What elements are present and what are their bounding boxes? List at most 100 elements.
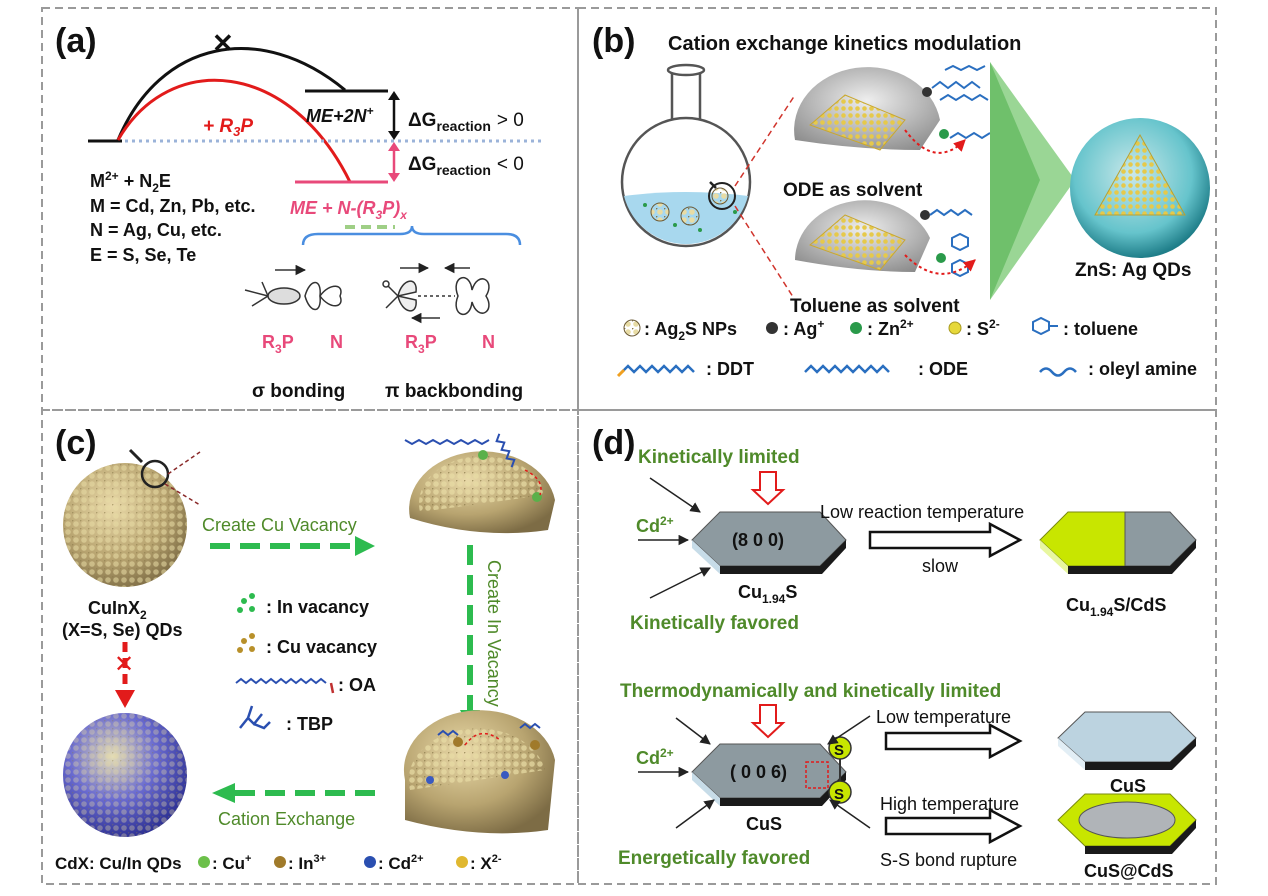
in-ion-icon: [274, 856, 286, 868]
incoming-arrow-8: [829, 799, 871, 829]
big-green-arrow-shade: [990, 62, 1040, 300]
low-reaction-temp-label: Low reaction temperature: [820, 502, 1024, 522]
high-temp-arrow: [884, 807, 1023, 845]
thermo-limit-arrow: [750, 704, 786, 739]
legend-toluene: : toluene: [1063, 319, 1138, 339]
energetically-favored-label: Energetically favored: [618, 848, 810, 869]
oleyl-amine-icon: [1039, 367, 1077, 377]
orbital-label-n-2: N: [482, 332, 495, 352]
orbital-label-r3p-1: R3P: [262, 332, 294, 356]
cu194s-hexagon: [691, 511, 847, 574]
legend-oa: : OA: [338, 675, 376, 695]
facet-006-label: ( 0 0 6): [730, 762, 787, 782]
panel-b: (b) Cation exchange kinetics modulation: [592, 22, 1210, 379]
ag-ion-icon: [766, 322, 778, 334]
facet-800-label: (8 0 0): [732, 530, 784, 550]
low-temp-label: Low temperature: [876, 707, 1011, 727]
ag2s-np-icon: [623, 319, 641, 337]
pi-orbital-sketch: [382, 262, 490, 324]
in-vacancy-qd: [403, 710, 555, 834]
cu194s-cds-hexagon: [1039, 511, 1197, 574]
panel-d-label: (d): [592, 424, 635, 462]
panel-a: (a) ✕ + R3P ME+2N+ ΔGreaction> 0 ΔGreact…: [55, 22, 545, 402]
cus-cds-hexagon: [1057, 793, 1197, 854]
toluene-nanoparticle: [795, 200, 976, 278]
r3p-label: + R3P: [203, 116, 253, 139]
cuinx2-qd: [63, 448, 201, 587]
zn-ion-icon: [850, 322, 862, 334]
legend-ddt: : DDT: [706, 359, 754, 379]
legend-in-ion: : In3+: [288, 853, 326, 873]
slow-label: slow: [922, 556, 959, 576]
pi-backbonding-label: π backbonding: [385, 381, 523, 402]
orbital-label-r3p-2: R3P: [405, 332, 437, 356]
cuinx2-label: CuInX2: [88, 598, 147, 622]
zns-ag-qd: [1070, 118, 1210, 258]
s-atom-bottom: S: [834, 786, 844, 803]
legend-in-vacancy: : In vacancy: [266, 597, 369, 617]
sigma-bonding-label: σ bonding: [252, 381, 345, 402]
legend-ode: : ODE: [918, 359, 968, 379]
legend-oleyl-amine: : oleyl amine: [1088, 359, 1197, 379]
blocked-arrowhead: [115, 690, 135, 708]
cu-ion-icon: [198, 856, 210, 868]
dg-arrowhead-neg-down: [388, 173, 400, 182]
cuinx2-sublabel: (X=S, Se) QDs: [62, 620, 183, 640]
kinetically-favored-label: Kinetically favored: [630, 613, 799, 634]
ss-rupture-label: S-S bond rupture: [880, 850, 1017, 870]
cd-label-1: Cd2+: [636, 514, 674, 536]
cu-vacancy-qd: [404, 433, 555, 534]
dg-negative-label: ΔGreaction< 0: [408, 154, 524, 178]
toluene-solvent-label: Toluene as solvent: [790, 296, 960, 317]
incoming-arrow-1: [649, 477, 701, 513]
ddt-icon-head: [616, 368, 626, 378]
ddt-icon: [621, 364, 695, 374]
panel-d: (d) Kinetically limited (8 0 0) Cd2+ Cu1…: [592, 424, 1197, 881]
kinetically-limited-label: Kinetically limited: [638, 447, 800, 468]
incoming-arrow-3: [649, 567, 711, 599]
reactant-label: M2+ + N2E: [90, 169, 171, 195]
cus-cds-label: CuS@CdS: [1084, 861, 1174, 881]
cu-vacancy-icon: [237, 633, 255, 653]
dg-arrowhead-neg-up: [388, 142, 400, 151]
legend-zn: : Zn2+: [867, 317, 914, 339]
create-cu-vacancy-label: Create Cu Vacancy: [202, 515, 357, 535]
zns-ag-qd-label: ZnS: Ag QDs: [1075, 260, 1191, 281]
ode-nanoparticle: [794, 64, 991, 154]
low-temp-arrow: [884, 722, 1023, 760]
tbp-icon: [239, 705, 271, 730]
cdx-qd-label: CdX: Cu/In QDs: [55, 854, 182, 873]
kinetic-limit-arrow: [750, 471, 786, 506]
orbital-brace: [301, 225, 522, 246]
panel-c-label: (c): [55, 424, 97, 462]
in-vacancy-icon: [237, 593, 255, 613]
create-in-vacancy-label: Create In Vacancy: [484, 560, 504, 707]
high-temp-label: High temperature: [880, 794, 1019, 814]
product-label: ME + N-(R3P)x: [290, 198, 408, 222]
dg-positive-label: ΔGreaction> 0: [408, 110, 524, 134]
panel-b-legend: : Ag2S NPs : Ag+ : Zn2+ : S2- : toluene …: [616, 316, 1197, 379]
legend-cu-vacancy: : Cu vacancy: [266, 637, 377, 657]
toluene-icon: [1032, 316, 1050, 336]
x-ion-icon: [456, 856, 468, 868]
me-2n-label: ME+2N+: [306, 104, 374, 126]
cus-product-hexagon: [1057, 711, 1197, 770]
oa-icon: [235, 677, 327, 685]
dg-arrowhead-down: [388, 131, 400, 140]
incoming-arrow-4: [675, 717, 711, 745]
incoming-arrow-7: [675, 799, 715, 829]
legend-s: : S2-: [966, 317, 1000, 339]
cdx-qd: [63, 713, 187, 837]
ode-solvent-label: ODE as solvent: [783, 180, 923, 201]
panel-a-label: (a): [55, 22, 97, 60]
definition-e: E = S, Se, Te: [90, 245, 196, 265]
incoming-arrow-6: [827, 715, 871, 745]
blocked-x-icon: ✕: [114, 651, 134, 678]
legend-tbp: : TBP: [286, 714, 333, 734]
blocked-marker: ✕: [212, 28, 234, 58]
create-cu-arrowhead: [355, 536, 375, 556]
slow-arrow: [868, 521, 1023, 559]
panel-c: (c) CuInX2 (X=S, Se) QDs Create Cu Vacan…: [55, 424, 555, 873]
oa-icon-head: [329, 682, 335, 694]
legend-ag2s: : Ag2S NPs: [644, 319, 737, 343]
